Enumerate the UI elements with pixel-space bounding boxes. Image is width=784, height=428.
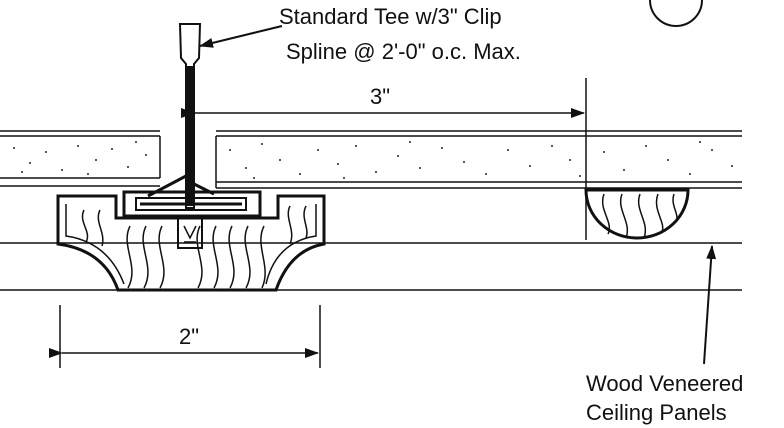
standard-tee — [122, 23, 262, 249]
panel-right — [215, 130, 742, 189]
panels-leader-arrow — [703, 245, 717, 365]
panels-callout-line-1: Wood Veneered — [586, 371, 744, 396]
dimension-2in — [49, 305, 321, 368]
tee-callout-line-1: Standard Tee w/3" Clip — [279, 4, 502, 29]
panel-left — [0, 130, 161, 187]
wood-trim-left — [56, 194, 326, 292]
panel-texture — [13, 141, 733, 179]
dimension-label-2in: 2" — [179, 324, 200, 349]
tee-callout-line-2: Spline @ 2'-0" o.c. Max. — [286, 39, 521, 64]
half-round-trim — [584, 188, 690, 240]
tee-leader-arrow — [199, 25, 283, 48]
dimension-label-3in: 3" — [370, 84, 391, 109]
panels-callout-line-2: Ceiling Panels — [586, 400, 727, 425]
detail-tag-circle — [649, 0, 703, 27]
